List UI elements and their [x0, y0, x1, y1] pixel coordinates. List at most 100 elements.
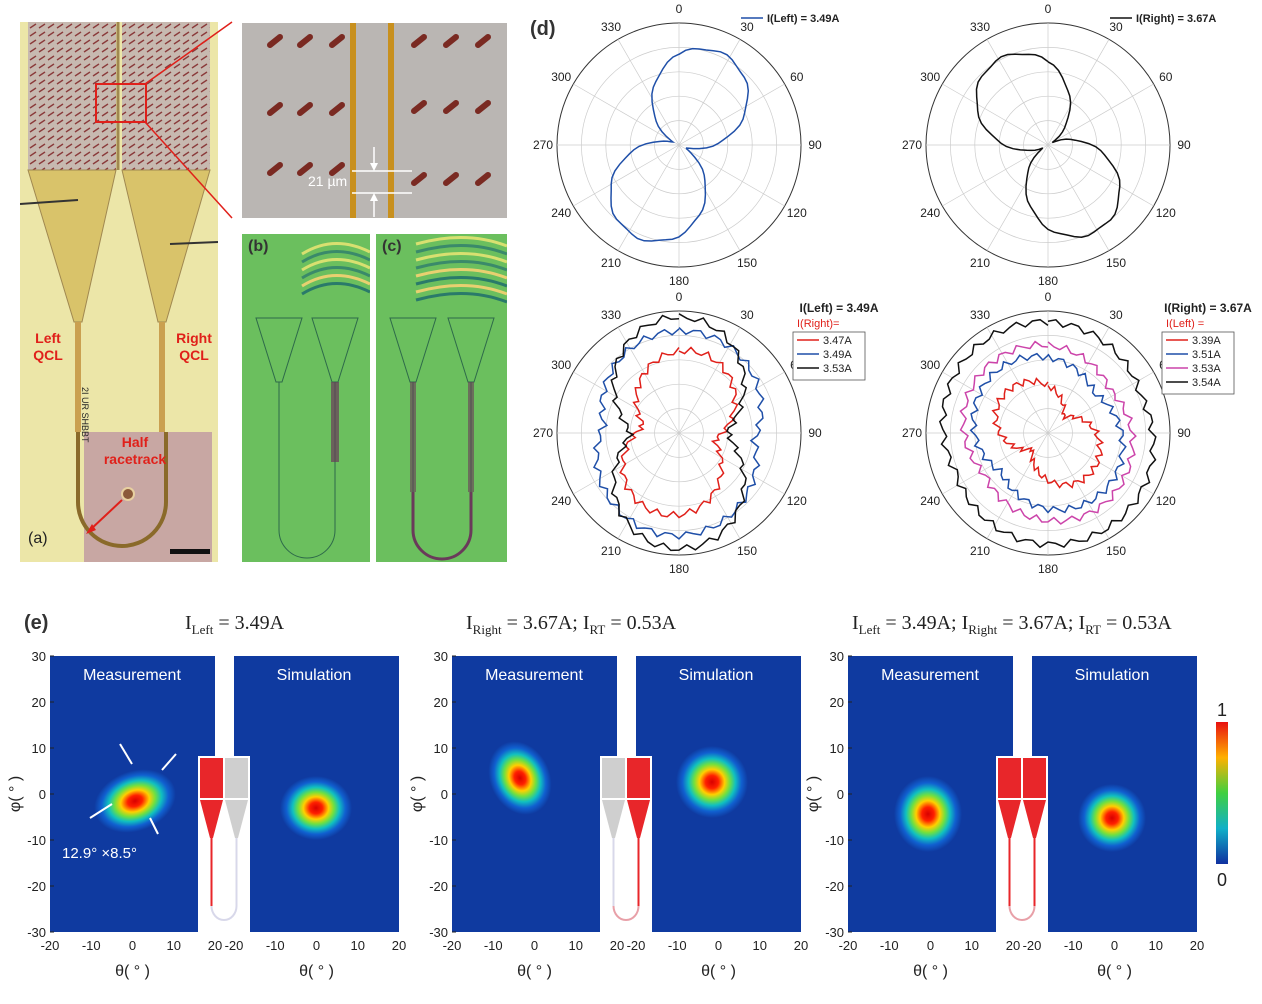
- y-tick-label: -10: [27, 833, 46, 848]
- e-title-3: ILeft = 3.49A; IRight = 3.67A; IRT = 0.5…: [852, 612, 1172, 637]
- polar-angle-label: 30: [740, 308, 754, 322]
- panel-b-letter: (b): [248, 238, 269, 255]
- x-tick-label: -20: [627, 938, 646, 953]
- y-tick-label: 20: [32, 695, 46, 710]
- measurement-label: Measurement: [485, 667, 583, 684]
- polar-angle-label: 90: [808, 138, 822, 152]
- simulation-label: Simulation: [679, 667, 754, 684]
- polar-angle-label: 330: [970, 308, 990, 322]
- x-tick-label: 0: [129, 938, 136, 953]
- y-tick-label: 30: [32, 649, 46, 664]
- x-tick-label: 20: [794, 938, 808, 953]
- measurement-label: Measurement: [881, 667, 979, 684]
- x-axis-label: θ( ° ): [115, 963, 150, 980]
- x-tick-label: -20: [1023, 938, 1042, 953]
- polar-angle-label: 210: [970, 544, 990, 558]
- annotation-arrow: [119, 743, 133, 765]
- polar-angle-label: 180: [1038, 562, 1058, 576]
- legend-label: 3.54A: [1192, 377, 1221, 389]
- polar-angle-label: 180: [1038, 274, 1058, 288]
- x-tick-label: 20: [610, 938, 624, 953]
- x-axis-label: θ( ° ): [701, 963, 736, 980]
- polar-angle-label: 30: [1109, 308, 1123, 322]
- legend-box: [1161, 331, 1235, 395]
- annotation-arrow: [149, 817, 159, 835]
- polar-spoke: [986, 39, 1049, 146]
- legend-label: 3.51A: [1192, 349, 1221, 361]
- y-tick-label: -20: [429, 879, 448, 894]
- polar-angle-label: 150: [1106, 544, 1126, 558]
- polar-curve: [969, 352, 1127, 514]
- polar-angle-label: 0: [676, 2, 683, 16]
- polar-angle-label: 240: [920, 206, 940, 220]
- polar-spoke: [678, 432, 741, 539]
- polar-angle-label: 300: [920, 358, 940, 372]
- polar-angle-label: 330: [601, 20, 621, 34]
- polar-angle-label: 240: [920, 494, 940, 508]
- polar-angle-label: 90: [1177, 426, 1191, 440]
- y-tick-label: 30: [830, 649, 844, 664]
- panel-a-letter: (a): [28, 530, 48, 547]
- polar-curve: [975, 53, 1121, 238]
- polar-angle-label: 270: [902, 426, 922, 440]
- x-tick-label: 10: [753, 938, 767, 953]
- y-tick-label: 10: [32, 741, 46, 756]
- polar-spoke: [942, 144, 1049, 207]
- device-left-taper: [200, 800, 223, 838]
- polar-angle-label: 270: [533, 138, 553, 152]
- device-right-grating: [627, 758, 650, 798]
- polar-angle-label: 30: [740, 20, 754, 34]
- x-axis-label: θ( ° ): [913, 963, 948, 980]
- x-tick-label: -10: [1064, 938, 1083, 953]
- panel-c: (c): [376, 234, 507, 562]
- device-right-grating: [1023, 758, 1046, 798]
- beam-spot: [676, 746, 748, 818]
- x-tick-label: -20: [443, 938, 462, 953]
- x-tick-label: -10: [82, 938, 101, 953]
- y-tick-label: -30: [825, 925, 844, 940]
- simulation-label: Simulation: [277, 667, 352, 684]
- device-right-taper: [1023, 800, 1046, 838]
- polar-spoke: [942, 432, 1049, 495]
- polar-angle-label: 210: [601, 256, 621, 270]
- panel-e-letter: (e): [24, 612, 49, 634]
- beam-spot: [488, 741, 552, 815]
- device-racetrack: [1008, 905, 1036, 921]
- simulation-label: Simulation: [1075, 667, 1150, 684]
- polar-spoke: [573, 83, 680, 146]
- x-tick-label: 0: [313, 938, 320, 953]
- x-axis-label: θ( ° ): [517, 963, 552, 980]
- polar-angle-label: 0: [676, 290, 683, 304]
- polar-spoke: [573, 371, 680, 434]
- x-axis-label: θ( ° ): [1097, 963, 1132, 980]
- legend-subtitle: I(Left) =: [1166, 318, 1204, 330]
- simulation-c: [389, 236, 507, 561]
- polar-angle-label: 210: [970, 256, 990, 270]
- polar-angle-label: 150: [737, 256, 757, 270]
- x-tick-label: 10: [167, 938, 181, 953]
- polar-angle-label: 150: [1106, 256, 1126, 270]
- polar-angle-label: 120: [787, 206, 807, 220]
- polar-curve: [592, 327, 765, 540]
- y-tick-label: -10: [825, 833, 844, 848]
- e-title-1: ILeft = 3.49A: [185, 612, 285, 637]
- y-tick-label: 20: [434, 695, 448, 710]
- polar-angle-label: 90: [1177, 138, 1191, 152]
- polar-curve: [610, 47, 750, 242]
- colorbar-max: 1: [1217, 700, 1227, 720]
- x-tick-label: -10: [880, 938, 899, 953]
- y-axis-label: φ( ° ): [409, 776, 426, 812]
- y-tick-label: -20: [27, 879, 46, 894]
- polar-angle-label: 120: [1156, 206, 1176, 220]
- polar-spoke: [1047, 432, 1110, 539]
- polar-spoke: [678, 432, 785, 495]
- x-tick-label: 10: [569, 938, 583, 953]
- x-tick-label: -10: [484, 938, 503, 953]
- panel-c-letter: (c): [382, 238, 402, 255]
- polar-spoke: [678, 144, 741, 251]
- polar-angle-label: 120: [787, 494, 807, 508]
- x-tick-label: 20: [1006, 938, 1020, 953]
